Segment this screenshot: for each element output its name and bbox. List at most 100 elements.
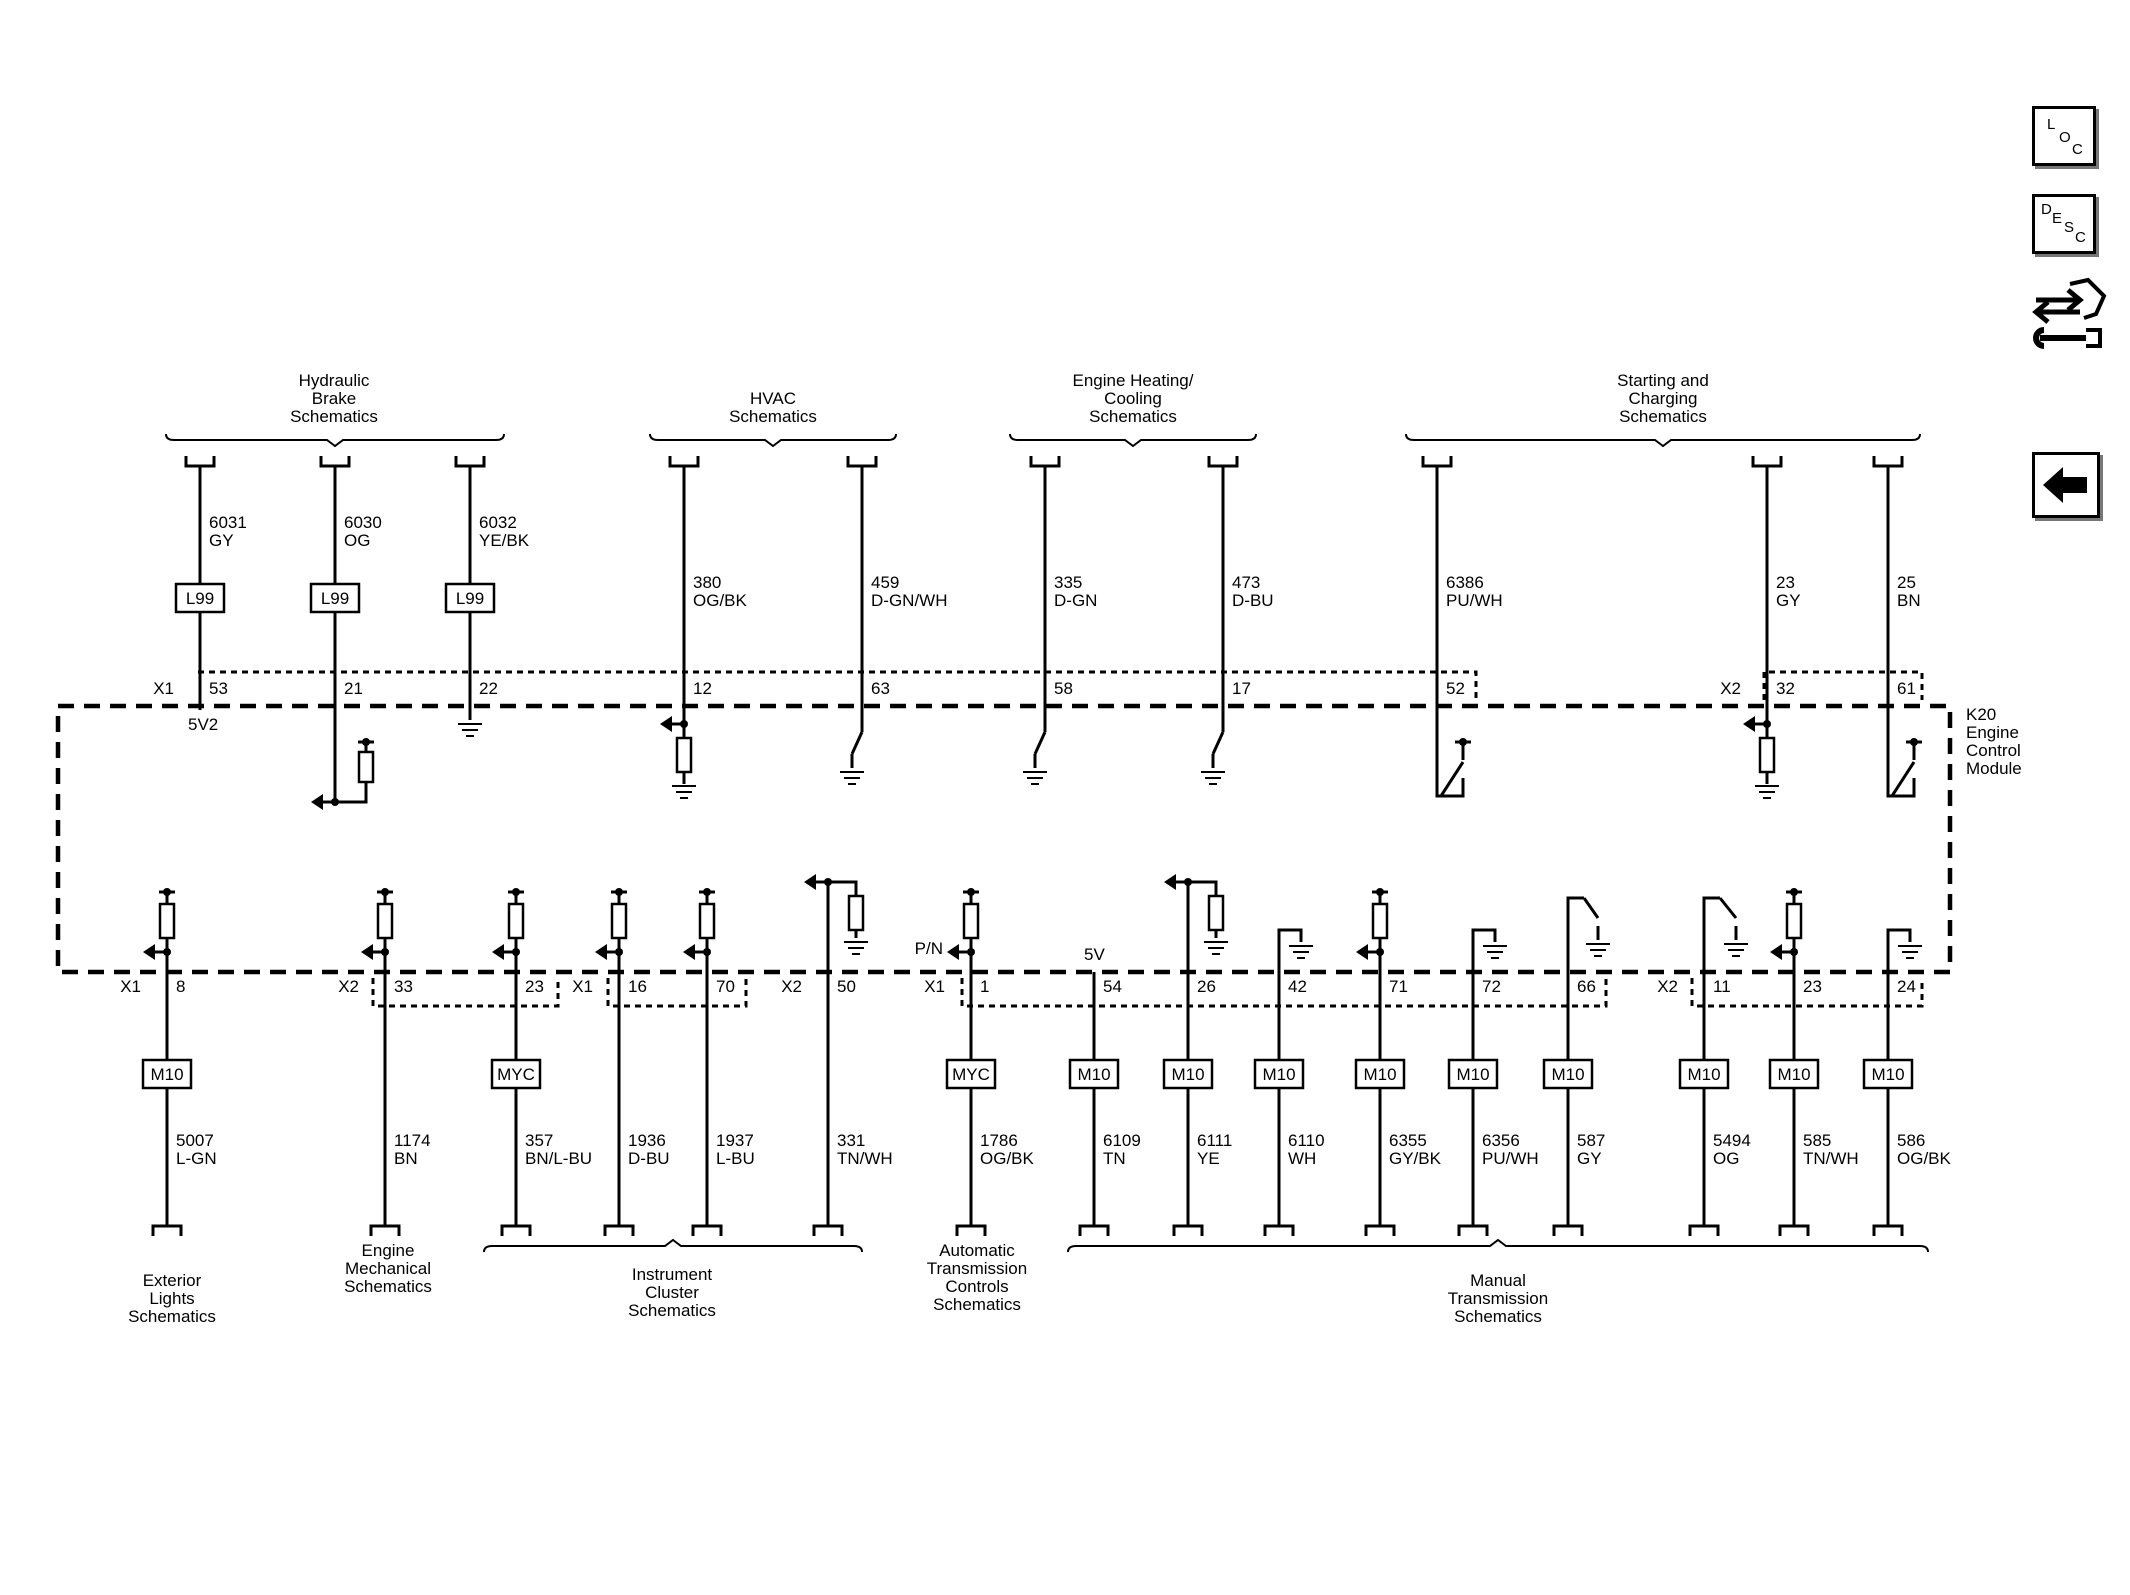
connector-name: X1 [924,977,945,996]
junction-dot [703,948,711,956]
pin-number: 33 [394,977,413,996]
harness-brace [165,433,505,448]
switch-arm [1702,896,1738,972]
wire-label: OG/BK [693,591,748,610]
pin-number: 1 [980,977,989,996]
connector-top [1872,456,1904,468]
connector-top [454,456,486,468]
wire-label: WH [1288,1149,1316,1168]
loc-button[interactable]: L O C [2032,106,2096,166]
wire-label: OG [1713,1149,1739,1168]
resistor [507,902,525,940]
connector-repair-icon[interactable] [2030,274,2110,352]
bottom-group-label: Schematics [128,1307,216,1326]
bottom-group-label: Automatic [939,1241,1015,1260]
option-label: L99 [456,589,484,608]
wire [1277,928,1303,972]
wire [1471,928,1497,972]
option-label: M10 [1777,1065,1810,1084]
module-label: Module [1966,759,2022,778]
resistor [1758,736,1776,774]
harness-brace [483,1238,863,1253]
arrow-head [804,874,816,890]
connector-bottom [812,1224,844,1236]
ground-symbol [1586,943,1610,957]
bottom-group-label: Exterior [143,1271,202,1290]
option-label: M10 [1171,1065,1204,1084]
bottom-group-label: Transmission [1448,1289,1548,1308]
wire-label: BN/L-BU [525,1149,592,1168]
back-button[interactable] [2032,452,2100,518]
top-group-label: Schematics [729,407,817,426]
option-box [1768,1058,1820,1090]
module-label: K20 [1966,705,1996,724]
junction-dot [1790,948,1798,956]
switch-arm [850,731,864,755]
bottom-group-label: Manual [1470,1271,1526,1290]
resistor [357,750,375,784]
option-box [174,582,226,614]
module-label: Control [1966,741,2021,760]
connector-bottom [1263,1224,1295,1236]
option-label: M10 [1456,1065,1489,1084]
option-box [490,1058,542,1090]
pin-number: 22 [479,679,498,698]
wire-label: 6030 [344,513,382,532]
desc-letter-e: E [2052,210,2063,227]
wire-label: OG/BK [980,1149,1035,1168]
connector-bottom [1364,1224,1396,1236]
desc-letter-s: S [2064,219,2075,236]
option-label: M10 [150,1065,183,1084]
arrow-head [660,716,672,732]
pin-number: 71 [1389,977,1408,996]
top-group-label: Schematics [1089,407,1177,426]
ground-symbol [1204,941,1228,955]
harness-brace [1009,433,1257,448]
loc-letter-o: O [2059,129,2071,146]
junction-dot [1376,948,1384,956]
loc-letter-c: C [2072,141,2083,158]
wire-label: GY [209,531,234,550]
wire-label: BN [394,1149,418,1168]
ground-symbol [672,785,696,799]
wire-label: 6109 [1103,1131,1141,1150]
wire-label: 6356 [1482,1131,1520,1150]
connector-name: X2 [1720,679,1741,698]
pin-number: 63 [871,679,890,698]
connector-bottom [1552,1224,1584,1236]
junction-dot [1763,720,1771,728]
option-label: MYC [497,1065,535,1084]
pin-number: 11 [1713,977,1731,996]
wire-label: 6031 [209,513,247,532]
connector-name: X1 [572,977,593,996]
top-group-label: Charging [1629,389,1698,408]
junction-dot [512,888,520,896]
junction-dot [1184,878,1192,886]
option-box [1447,1058,1499,1090]
pin-number: 42 [1288,977,1307,996]
resistor [698,902,716,940]
wire-label: GY [1776,591,1801,610]
note-label: P/N [915,939,943,958]
wire-label: 380 [693,573,721,592]
bottom-group-label: Schematics [933,1295,1021,1314]
switch-arm [1566,896,1600,972]
top-group-label: Schematics [1619,407,1707,426]
option-label: M10 [1687,1065,1720,1084]
wire-label: 1786 [980,1131,1018,1150]
wire-label: 1174 [394,1131,431,1150]
desc-button[interactable]: D E S C [2032,194,2096,254]
option-label: L99 [321,589,349,608]
wire-label: D-BU [1232,591,1274,610]
wire-label: PU/WH [1482,1149,1539,1168]
